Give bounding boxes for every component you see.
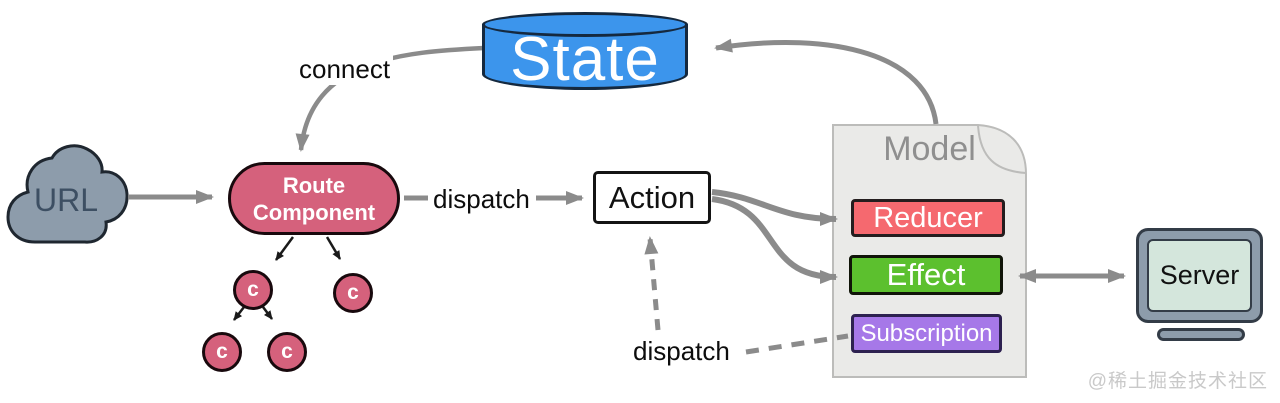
action-node: Action xyxy=(593,171,711,224)
model-title: Model xyxy=(883,130,976,168)
dispatch-dashed-edge-label: dispatch xyxy=(633,336,730,366)
watermark-text: @稀土掘金技术社区 xyxy=(1087,371,1268,392)
dispatch-edge-label: dispatch xyxy=(433,184,530,214)
state-cylinder-top xyxy=(482,12,688,37)
server-monitor-base xyxy=(1157,328,1245,341)
component-node: c xyxy=(267,332,307,372)
edge-c1-to-c4 xyxy=(262,306,273,320)
component-node: c xyxy=(233,270,273,310)
effect-node: Effect xyxy=(849,255,1003,295)
connect-edge-label: connect xyxy=(296,54,394,85)
url-cloud-shape xyxy=(6,144,129,244)
component-node: c xyxy=(333,273,373,313)
edge-route-to-c1 xyxy=(274,236,295,261)
route-component-node: Route Component xyxy=(228,162,400,235)
edge-dispatch-dashed-to-action xyxy=(644,236,661,331)
edge-route-to-c2 xyxy=(325,236,342,260)
edge-action-to-effect xyxy=(711,196,838,284)
subscription-node: Subscription xyxy=(851,314,1002,353)
server-node: Server xyxy=(1147,239,1252,312)
route-label-line1: Route xyxy=(282,172,346,198)
url-node-label: URL xyxy=(33,182,98,218)
component-node: c xyxy=(202,332,242,372)
edge-action-to-reducer xyxy=(711,189,838,226)
state-node-label: State xyxy=(510,24,660,94)
edge-model-to-state xyxy=(714,38,939,125)
edge-c1-to-c3 xyxy=(233,306,245,321)
reducer-node: Reducer xyxy=(851,199,1005,237)
edge-subscription-dashed-to-dispatch xyxy=(745,333,849,355)
route-label-line2: Component xyxy=(252,199,376,225)
